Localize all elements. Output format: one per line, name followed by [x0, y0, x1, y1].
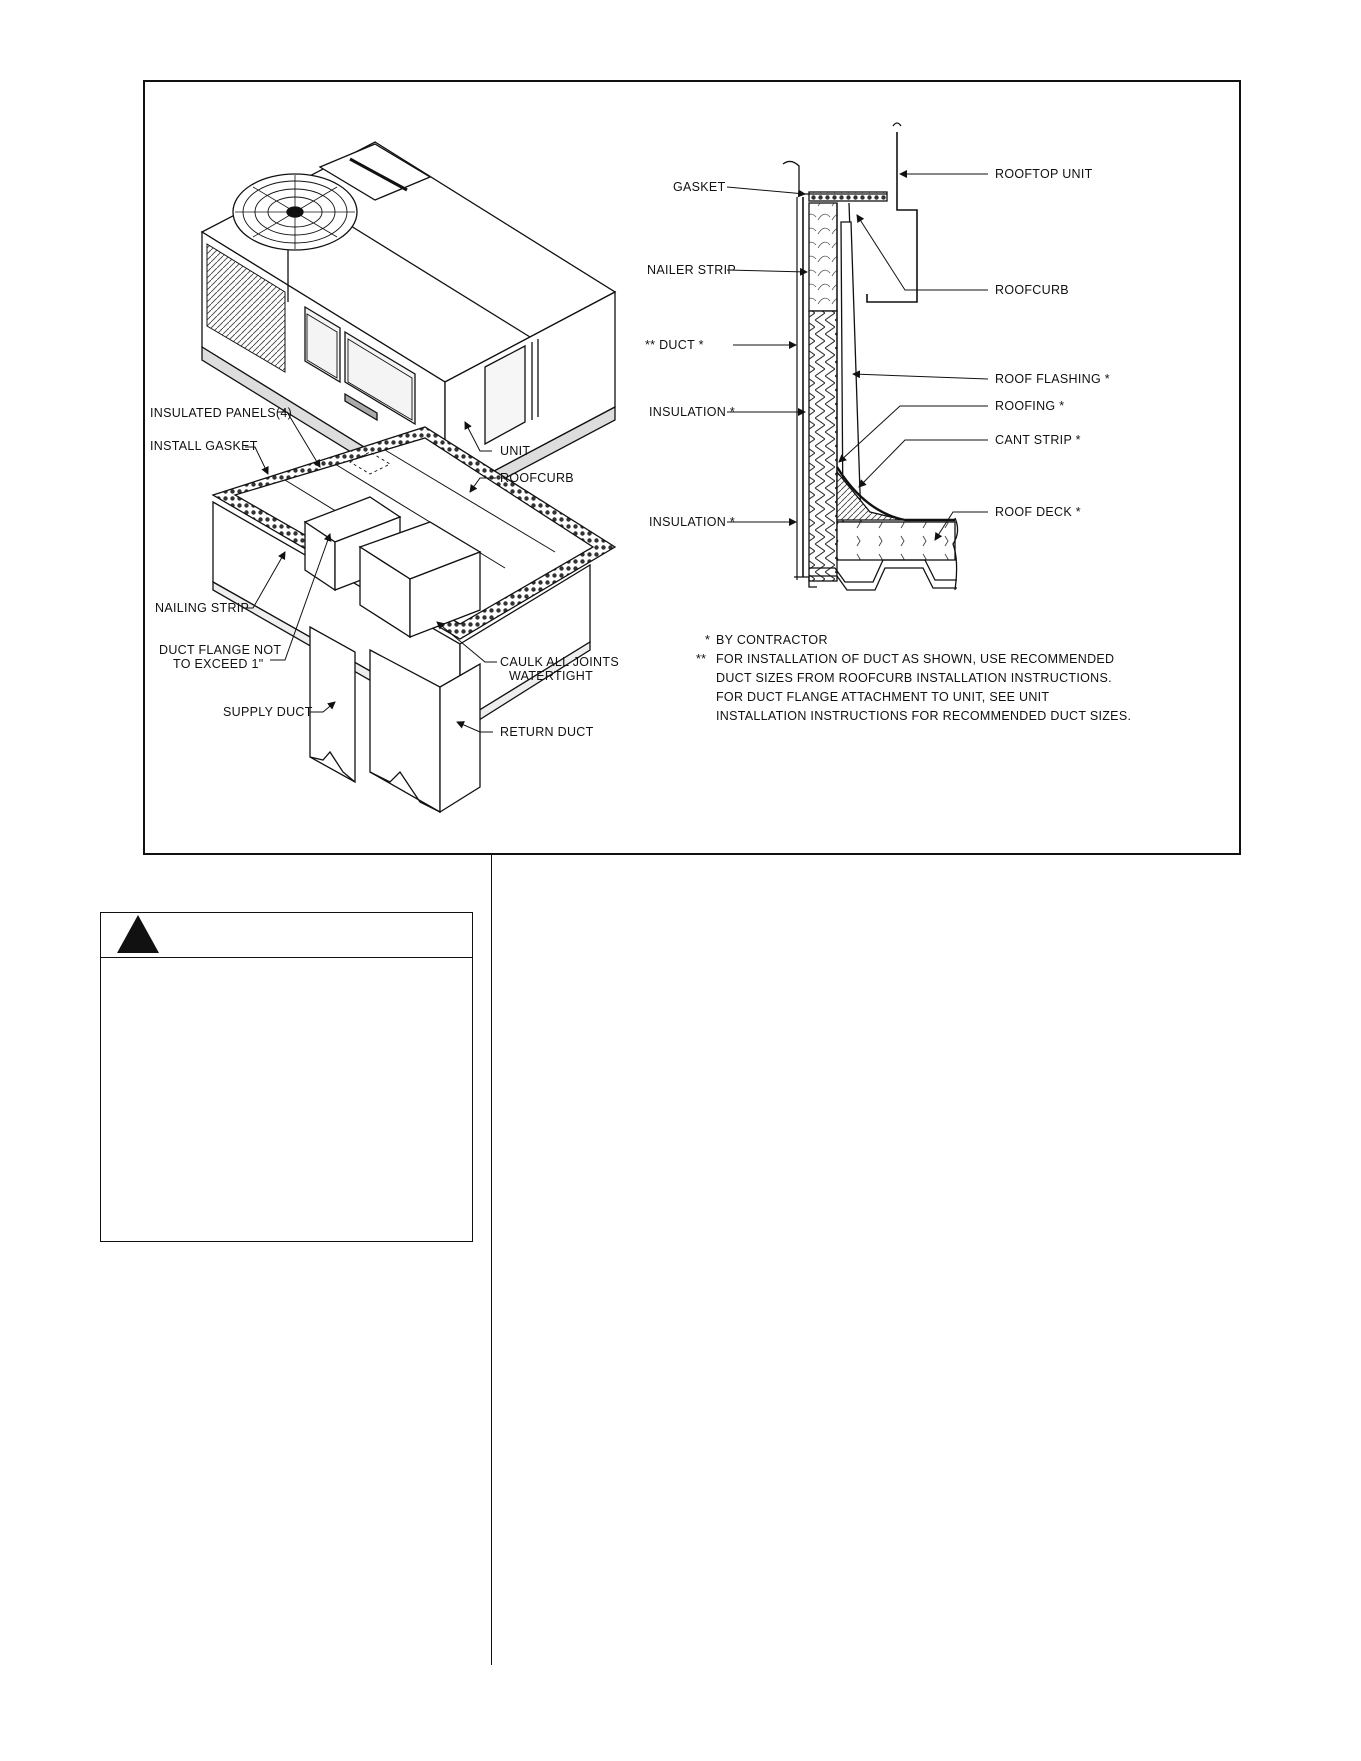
- note2-mark: **: [696, 652, 706, 666]
- note1-text: BY CONTRACTOR: [716, 633, 828, 647]
- warning-box: [100, 912, 473, 1242]
- warning-header: [101, 913, 472, 958]
- label-duct: ** DUCT *: [645, 338, 704, 352]
- label-insulation-upper: INSULATION *: [649, 405, 735, 419]
- label-caulk-2: WATERTIGHT: [509, 669, 593, 683]
- label-gasket: GASKET: [673, 180, 726, 194]
- label-unit: UNIT: [500, 444, 530, 458]
- note1-mark: *: [705, 633, 710, 647]
- label-duct-flange-2: TO EXCEED 1": [173, 657, 263, 671]
- note2-line2: DUCT SIZES FROM ROOFCURB INSTALLATION IN…: [716, 671, 1112, 685]
- note2-line4: INSTALLATION INSTRUCTIONS FOR RECOMMENDE…: [716, 709, 1131, 723]
- note2-line3: FOR DUCT FLANGE ATTACHMENT TO UNIT, SEE …: [716, 690, 1049, 704]
- label-roof-deck: ROOF DECK *: [995, 505, 1081, 519]
- column-divider: [491, 855, 492, 1665]
- figure-notes: * BY CONTRACTOR ** FOR INSTALLATION OF D…: [696, 633, 1131, 723]
- label-caulk-1: CAULK ALL JOINTS: [500, 655, 619, 669]
- figure-frame: INSULATED PANELS(4) INSTALL GASKET UNIT …: [143, 80, 1241, 855]
- label-insulated-panels: INSULATED PANELS(4): [150, 406, 292, 420]
- label-roofing: ROOFING *: [995, 399, 1064, 413]
- label-install-gasket: INSTALL GASKET: [150, 439, 258, 453]
- label-return-duct: RETURN DUCT: [500, 725, 594, 739]
- roofcurb-installation-figure: INSULATED PANELS(4) INSTALL GASKET UNIT …: [150, 122, 1131, 814]
- rooftop-unit-drawing: [200, 141, 617, 512]
- label-insulation-lower: INSULATION *: [649, 515, 735, 529]
- label-roof-flashing: ROOF FLASHING *: [995, 372, 1110, 386]
- curb-cross-section: [782, 122, 959, 591]
- label-rooftop-unit: ROOFTOP UNIT: [995, 167, 1093, 181]
- note2-line1: FOR INSTALLATION OF DUCT AS SHOWN, USE R…: [716, 652, 1114, 666]
- label-supply-duct: SUPPLY DUCT: [223, 705, 313, 719]
- label-duct-flange-1: DUCT FLANGE NOT: [159, 643, 281, 657]
- label-roofcurb-section: ROOFCURB: [995, 283, 1069, 297]
- label-nailing-strip: NAILING STRIP: [155, 601, 249, 615]
- label-nailer-strip: NAILER STRIP: [647, 263, 736, 277]
- warning-triangle-icon: [117, 915, 159, 953]
- label-cant-strip: CANT STRIP *: [995, 433, 1081, 447]
- label-roofcurb-iso: ROOFCURB: [500, 471, 574, 485]
